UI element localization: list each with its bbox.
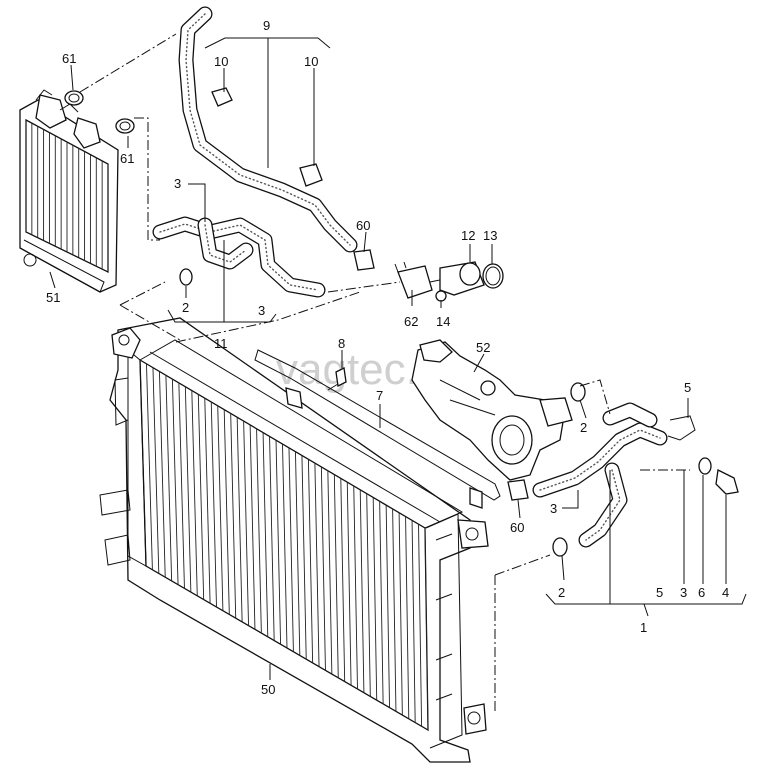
hose-9 [178, 6, 358, 253]
label-2: 2 [580, 420, 587, 435]
label-2: 2 [182, 300, 189, 315]
label-60: 60 [356, 218, 370, 233]
clamp-61-right [115, 118, 135, 134]
label-3: 3 [258, 303, 265, 318]
label-61: 61 [62, 51, 76, 66]
label-62: 62 [404, 314, 418, 329]
connector-62 [394, 261, 433, 299]
label-52: 52 [476, 340, 490, 355]
label-61: 61 [120, 151, 134, 166]
label-14: 14 [436, 314, 450, 329]
temperature-sensor-4 [715, 469, 739, 495]
label-51: 51 [46, 290, 60, 305]
clamp-61-top [64, 90, 84, 106]
o-ring-13 [482, 263, 504, 289]
label-12: 12 [461, 228, 475, 243]
label-10: 10 [214, 54, 228, 69]
pipe-7 [254, 349, 501, 509]
clamp-10-a [211, 87, 233, 107]
clip-5 [667, 415, 696, 441]
callouts: 61 9 10 10 61 3 60 12 13 51 2 3 11 62 14… [46, 18, 729, 697]
label-5: 5 [656, 585, 663, 600]
label-10: 10 [304, 54, 318, 69]
bolt-8 [327, 367, 347, 391]
label-11: 11 [214, 336, 228, 351]
label-8: 8 [338, 336, 345, 351]
label-3: 3 [680, 585, 687, 600]
label-13: 13 [483, 228, 497, 243]
clamp-10-b [299, 163, 323, 187]
flange-12 [439, 261, 485, 296]
label-2: 2 [558, 585, 565, 600]
seal-ring-6 [698, 457, 712, 475]
label-7: 7 [376, 388, 383, 403]
o-ring-2-lower [552, 537, 568, 557]
o-ring-2-middle [570, 382, 586, 402]
label-3: 3 [174, 176, 181, 191]
main-radiator [99, 317, 489, 763]
label-60: 60 [510, 520, 524, 535]
label-50: 50 [261, 682, 275, 697]
label-5: 5 [684, 380, 691, 395]
o-ring-2-upper [179, 268, 193, 286]
hose-11 [152, 216, 326, 298]
label-1: 1 [640, 620, 647, 635]
label-4: 4 [722, 585, 729, 600]
bolt-14 [435, 290, 447, 302]
clamp-60-upper [353, 249, 375, 271]
label-9: 9 [263, 18, 270, 33]
label-3: 3 [550, 501, 557, 516]
clamp-60-lower [507, 479, 529, 501]
label-6: 6 [698, 585, 705, 600]
auxiliary-radiator [19, 89, 119, 293]
thermostat-housing [411, 339, 573, 481]
leader-lines [49, 33, 747, 712]
